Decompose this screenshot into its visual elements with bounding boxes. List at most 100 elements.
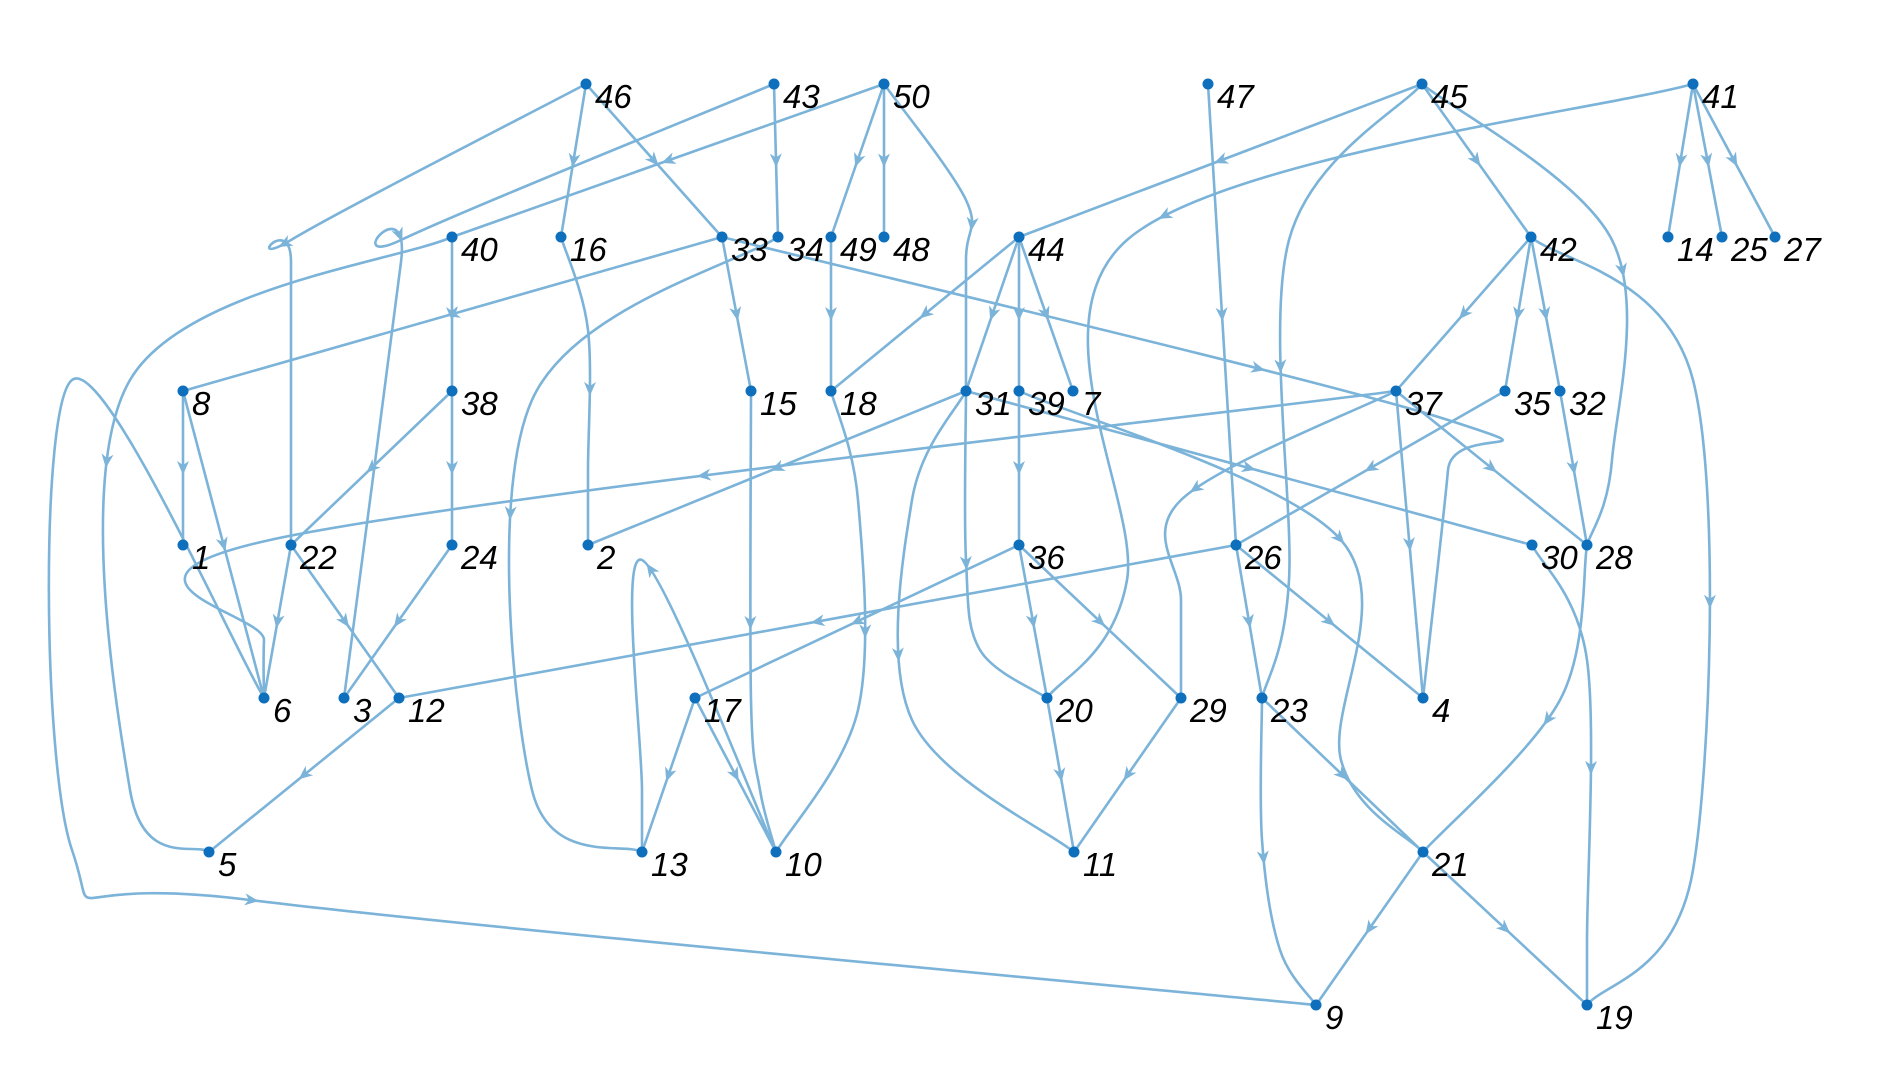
node-28: 28 [1581,539,1633,576]
node-dot-17 [689,692,701,704]
arrowhead-42-to-35 [1513,306,1526,321]
node-dot-42 [1525,231,1537,243]
node-dot-20 [1041,692,1053,704]
node-label-4: 4 [1432,692,1450,729]
node-label-38: 38 [461,385,498,422]
arrowhead-40-to-5 [101,453,114,469]
arrowhead-38-to-22 [366,458,381,473]
node-label-6: 6 [273,692,292,729]
node-label-31: 31 [975,385,1012,422]
node-8: 8 [177,385,211,422]
arrowhead-37-to-4 [1402,537,1415,552]
arrowhead-23-to-9 [1256,850,1269,865]
node-dot-23 [1256,692,1268,704]
node-dot-6 [258,692,270,704]
node-dot-45 [1416,78,1428,90]
arrowhead-41-to-20 [1158,207,1174,219]
node-1: 1 [177,539,210,576]
edge-42-to-19 [1530,236,1712,1006]
node-dot-10 [770,846,782,858]
node-36: 36 [1013,539,1065,576]
arrowhead-36-to-17 [850,613,866,625]
node-39: 39 [1013,385,1065,422]
arrowhead-50-to-48 [878,153,890,168]
arrowhead-26-to-12 [810,614,826,627]
arrowhead-45-to-23 [1274,359,1287,374]
node-label-36: 36 [1028,539,1065,576]
edge-40-to-5 [101,235,453,854]
arrowhead-22-to-12 [336,612,350,628]
node-dot-14 [1662,231,1674,243]
arrowhead-21-to-9 [1365,919,1379,935]
arrowhead-46-to-33 [644,151,659,166]
arrowhead-18-to-10 [859,624,872,639]
node-label-18: 18 [840,385,877,422]
node-35: 35 [1499,385,1551,422]
node-label-14: 14 [1677,231,1714,268]
node-label-9: 9 [1325,999,1343,1036]
arrowhead-37-to-29 [1189,479,1205,493]
node-label-23: 23 [1270,692,1308,729]
edge-33-to-4 [721,235,1505,699]
node-label-34: 34 [787,231,824,268]
node-dot-7 [1067,385,1079,397]
node-dot-41 [1687,78,1699,90]
arrowhead-46-to-22 [278,235,294,247]
node-label-24: 24 [460,539,498,576]
arrowhead-38-to-24 [446,461,458,475]
node-dot-1 [177,539,189,551]
node-dot-5 [203,846,215,858]
node-label-47: 47 [1217,78,1255,115]
edge-37-to-6 [183,389,1397,699]
node-30: 30 [1526,539,1578,576]
node-label-17: 17 [704,692,742,729]
node-25: 25 [1716,231,1768,268]
arrowhead-39-to-36 [1013,461,1025,475]
edge-6-to-9 [47,377,1317,1007]
node-dot-4 [1417,692,1429,704]
node-dot-48 [878,231,890,243]
node-34: 34 [772,231,824,268]
edge-45-to-23 [1260,83,1423,699]
node-dot-22 [285,539,297,551]
node-42: 42 [1525,231,1577,268]
node-label-13: 13 [651,846,688,883]
edge-39-to-21 [1018,389,1424,853]
node-label-39: 39 [1028,385,1065,422]
node-dot-36 [1013,539,1025,551]
node-dot-19 [1581,999,1593,1011]
node-4: 4 [1417,692,1450,729]
node-dot-37 [1390,385,1402,397]
node-label-35: 35 [1514,385,1551,422]
node-label-19: 19 [1596,999,1633,1036]
node-dot-33 [716,231,728,243]
node-label-22: 22 [299,539,337,576]
node-label-27: 27 [1783,231,1822,268]
arrowhead-26-to-4 [1320,612,1335,626]
node-dot-24 [446,539,458,551]
edge-31-to-11 [896,390,1075,854]
node-2: 2 [582,539,615,576]
arrowhead-8-to-6 [215,536,228,552]
arrowhead-37-to-28 [1482,458,1497,473]
node-dot-13 [636,846,648,858]
node-label-7: 7 [1082,385,1102,422]
node-32: 32 [1554,385,1606,422]
node-label-2: 2 [596,539,615,576]
node-dot-38 [446,385,458,397]
arrowhead-26-to-23 [1241,613,1254,629]
node-label-1: 1 [192,539,210,576]
node-48: 48 [878,231,930,268]
node-38: 38 [446,385,498,422]
arrowhead-36-to-29 [1090,612,1106,627]
node-7: 7 [1067,385,1102,422]
arrowhead-45-to-28 [1615,262,1627,278]
node-21: 21 [1417,846,1469,883]
arrowhead-28-to-21 [1543,710,1557,726]
node-label-16: 16 [570,231,607,268]
arrowhead-44-to-18 [919,304,935,319]
arrowhead-42-to-32 [1538,306,1551,321]
arrowhead-37-to-6 [696,468,712,481]
node-label-37: 37 [1405,385,1443,422]
